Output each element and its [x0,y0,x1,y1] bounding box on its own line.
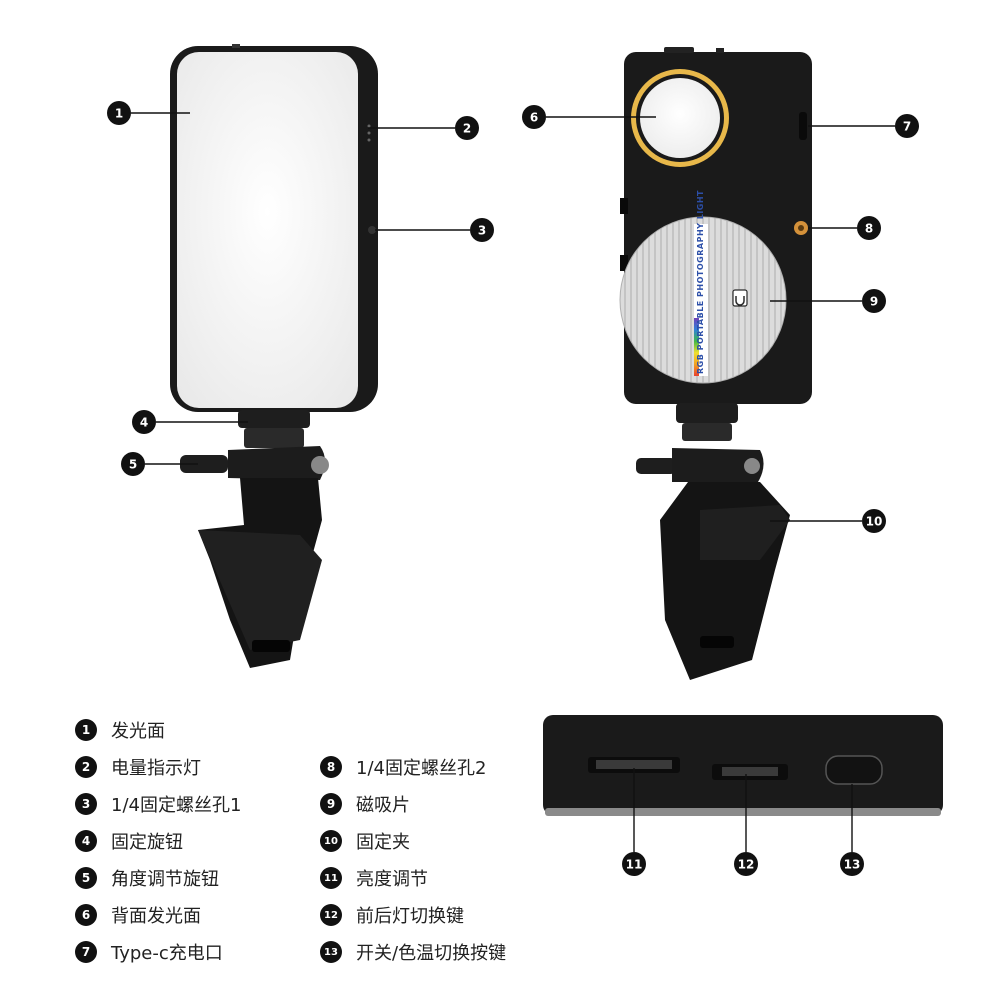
legend-number: 8 [320,756,342,778]
callout-11: 11 [622,852,646,876]
legend-item-6: 6 背面发光面 [75,902,201,928]
legend-number: 9 [320,793,342,815]
svg-text:2: 2 [463,122,471,136]
back-emitting-panel [640,78,720,158]
magnet-print-text: RGB PORTABLE PHOTOGRAPHY LIGHT [696,190,705,374]
magnetic-plate: RGB PORTABLE PHOTOGRAPHY LIGHT [619,190,787,384]
legend-item-9: 9 磁吸片 [320,791,410,817]
screw-hole-1 [368,226,376,234]
legend-number: 10 [320,830,342,852]
legend-number: 1 [75,719,97,741]
legend-item-3: 3 1/4固定螺丝孔1 [75,791,241,817]
legend-label: Type-c充电口 [111,943,223,964]
callout-5: 5 [121,452,145,476]
svg-text:9: 9 [870,295,878,309]
svg-text:7: 7 [903,120,911,134]
legend-item-5: 5 角度调节旋钮 [75,865,219,891]
svg-text:11: 11 [626,858,643,872]
legend-label: 角度调节旋钮 [111,869,219,890]
svg-text:6: 6 [530,111,538,125]
legend-number: 13 [320,941,342,963]
callout-12: 12 [734,852,758,876]
svg-text:4: 4 [140,416,148,430]
callout-lines [131,112,895,852]
legend-item-10: 10 固定夹 [320,828,410,854]
callout-badges: 1 2 3 4 5 6 7 8 9 10 11 12 13 [107,101,919,876]
legend-item-4: 4 固定旋钮 [75,828,183,854]
callout-7: 7 [895,114,919,138]
legend-number: 3 [75,793,97,815]
legend-label: 固定夹 [356,832,410,853]
legend-item-13: 13 开关/色温切换按键 [320,939,506,965]
legend-number: 11 [320,867,342,889]
legend-label: 磁吸片 [356,795,410,816]
callout-6: 6 [522,105,546,129]
callout-8: 8 [857,216,881,240]
type-c-port [799,112,807,140]
legend-number: 7 [75,941,97,963]
power-button [825,755,883,785]
svg-text:5: 5 [129,458,137,472]
callout-9: 9 [862,289,886,313]
legend-label: 背面发光面 [111,906,201,927]
legend-label: 1/4固定螺丝孔1 [111,795,242,816]
fixing-knob [238,410,310,428]
svg-text:1: 1 [115,107,123,121]
legend-label: 电量指示灯 [111,758,201,779]
svg-text:12: 12 [738,858,755,872]
brand-logo [732,289,748,307]
svg-text:8: 8 [865,222,873,236]
legend-label: 开关/色温切换按键 [356,943,507,964]
angle-knob [180,455,228,473]
legend-item-8: 8 1/4固定螺丝孔2 [320,754,486,780]
back-light: RGB PORTABLE PHOTOGRAPHY LIGHT [619,47,812,680]
legend-label: 1/4固定螺丝孔2 [356,758,487,779]
legend-number: 6 [75,904,97,926]
legend-label: 亮度调节 [356,869,428,890]
legend-number: 2 [75,756,97,778]
legend-number: 5 [75,867,97,889]
callout-4: 4 [132,410,156,434]
svg-text:3: 3 [478,224,486,238]
callout-1: 1 [107,101,131,125]
legend-label: 发光面 [111,721,165,742]
legend-item-11: 11 亮度调节 [320,865,428,891]
legend-item-7: 7 Type-c充电口 [75,939,223,965]
front-emitting-panel [177,52,358,408]
legend-item-2: 2 电量指示灯 [75,754,201,780]
callout-3: 3 [470,218,494,242]
legend-item-1: 1 发光面 [75,717,165,743]
callout-2: 2 [455,116,479,140]
legend-number: 4 [75,830,97,852]
callout-10: 10 [862,509,886,533]
legend-item-12: 12 前后灯切换键 [320,902,464,928]
battery-indicator-dots [367,124,371,128]
legend-label: 前后灯切换键 [356,906,464,927]
bottom-view [543,715,943,816]
svg-text:10: 10 [866,515,883,529]
front-light [170,44,378,668]
callout-13: 13 [840,852,864,876]
legend-number: 12 [320,904,342,926]
svg-text:13: 13 [844,858,861,872]
legend-label: 固定旋钮 [111,832,183,853]
